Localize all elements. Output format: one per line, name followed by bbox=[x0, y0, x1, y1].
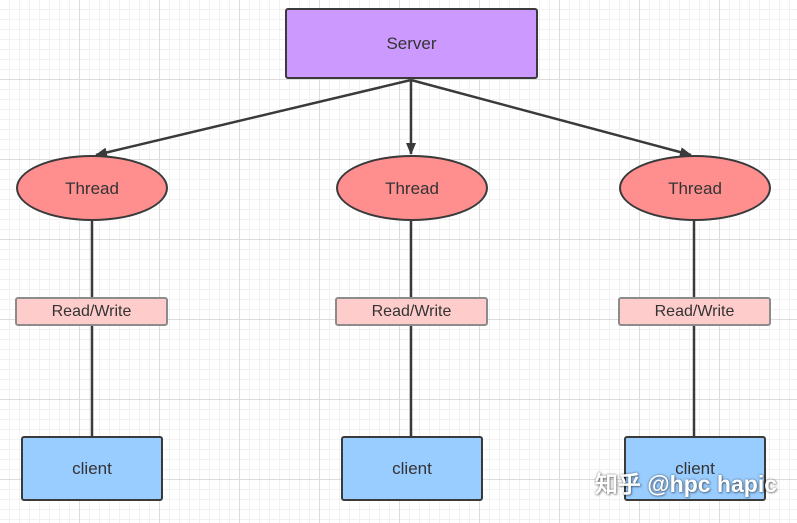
server-node: Server bbox=[285, 8, 538, 79]
read-write-label: Read/Write bbox=[51, 302, 132, 320]
read-write-node-3: Read/Write bbox=[618, 297, 771, 326]
client-label: client bbox=[72, 459, 112, 478]
thread-node-1: Thread bbox=[16, 155, 168, 221]
watermark: 知乎 @hpc hapic bbox=[594, 471, 777, 497]
client-node-1: client bbox=[21, 436, 163, 501]
thread-node-2: Thread bbox=[336, 155, 488, 221]
thread-label: Thread bbox=[385, 178, 439, 198]
client-label: client bbox=[675, 459, 715, 478]
client-node-3: client bbox=[624, 436, 766, 501]
client-node-2: client bbox=[341, 436, 483, 501]
client-label: client bbox=[392, 459, 432, 478]
read-write-label: Read/Write bbox=[654, 302, 735, 320]
read-write-node-1: Read/Write bbox=[15, 297, 168, 326]
read-write-node-2: Read/Write bbox=[335, 297, 488, 326]
server-label: Server bbox=[386, 34, 437, 53]
thread-node-3: Thread bbox=[619, 155, 771, 221]
server-to-thread-1-arrow bbox=[95, 78, 412, 158]
server-to-thread-3-arrow bbox=[410, 78, 692, 157]
thread-label: Thread bbox=[668, 178, 722, 198]
thread-label: Thread bbox=[65, 178, 119, 198]
read-write-label: Read/Write bbox=[371, 302, 452, 320]
